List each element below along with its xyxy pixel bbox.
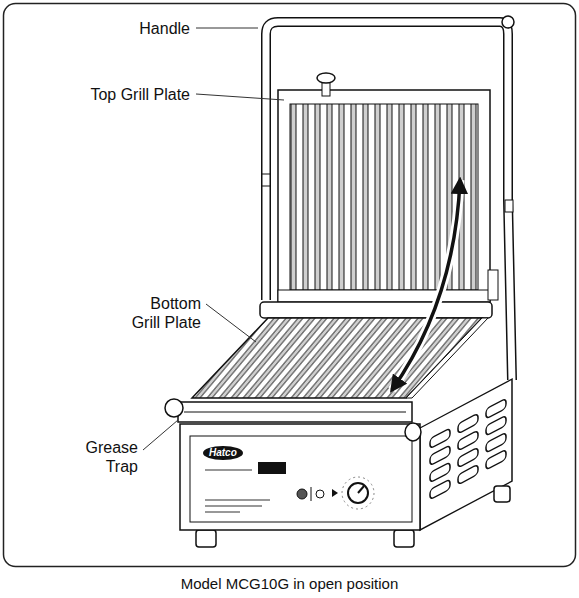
figure-caption: Model MCG10G in open position [0,574,579,593]
vent-slot [430,428,450,449]
vent-slot [486,432,506,453]
grease-trap-knob [165,399,183,417]
part-label: Top Grill Plate [90,85,190,104]
part-label: Bottom Grill Plate [119,294,201,332]
vent-slot [486,449,506,470]
handle-cap [502,16,514,28]
front-panel [190,436,412,522]
plate-knob [317,73,335,83]
dial-marker [332,489,338,497]
leader-line [143,420,178,450]
bottom-plate-rim [406,318,488,398]
arrow-halo [392,180,460,390]
side-bracket [488,270,498,300]
leader-line [206,304,256,342]
hinge-bolt [262,174,270,186]
temperature-knob [348,483,368,503]
grease-trap-knob [405,423,421,441]
part-label: Handle [139,19,190,38]
indicator-light [316,490,324,498]
top-plate-lip [278,290,490,302]
vent-slot [430,479,450,500]
brand-logo: Hatco [203,446,243,460]
leader-line [196,28,258,29]
dial-scale [342,477,374,509]
knob-pointer [358,486,364,493]
leader-line [196,94,284,100]
vent-slot [458,430,478,451]
vent-slot [430,462,450,483]
switch-mark [311,487,312,501]
base-front [180,424,420,530]
foot [196,530,216,547]
vent-slot [486,398,506,419]
indicator-light [297,489,307,499]
side-panel [420,379,512,530]
part-label: Grease Trap [76,438,138,476]
grease-trap [178,402,412,422]
grease-trap-edge [184,412,406,413]
foot [394,530,414,547]
vent-slot [486,415,506,436]
bottom-plate-ridges [192,318,482,398]
hinge-bolt [505,200,513,212]
vent-slot [458,413,478,434]
frame-border [4,4,576,567]
panel-print [205,470,270,512]
base-side [420,379,512,530]
open-close-arrow [392,180,460,390]
hinge-bar [260,302,492,318]
vent-slot [458,447,478,468]
vent-slot [430,445,450,466]
model-badge [258,462,286,474]
vent-slot [458,464,478,485]
foot [494,486,510,502]
